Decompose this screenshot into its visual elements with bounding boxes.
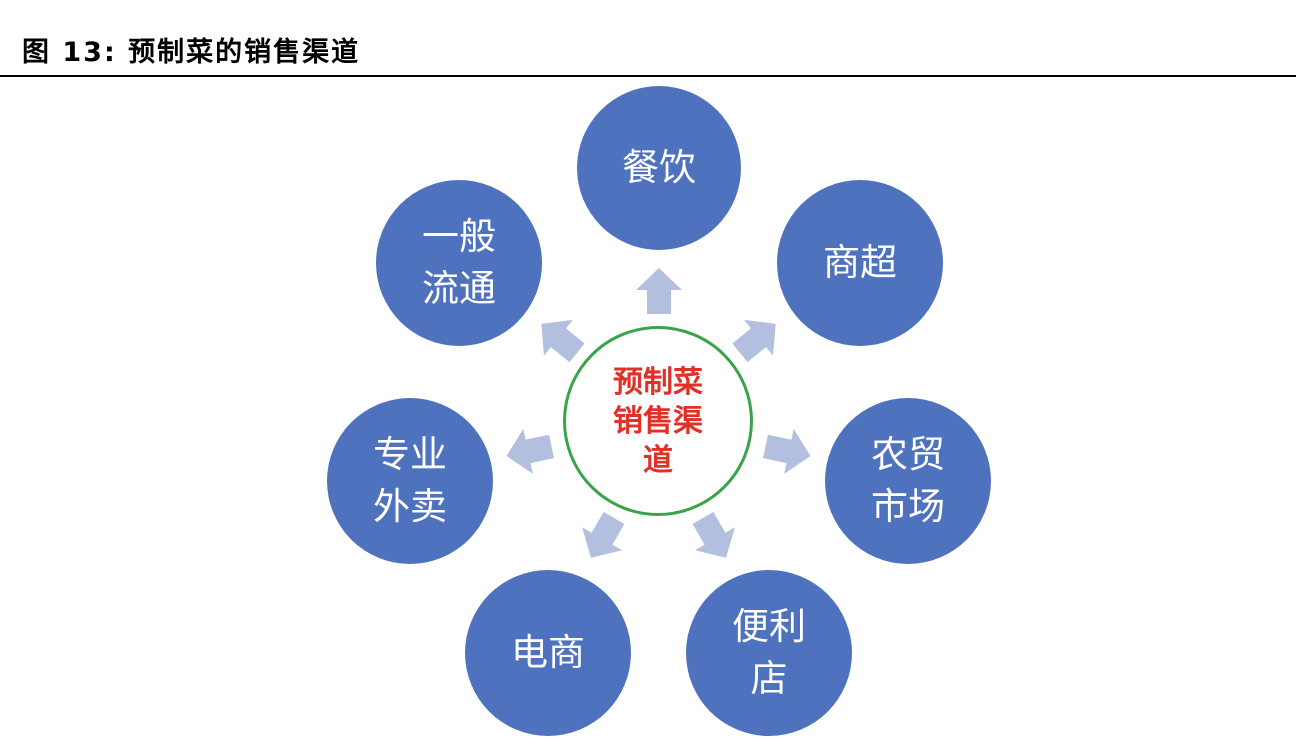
channel-node-general-distribution: 一般 流通: [376, 180, 542, 346]
arrow-icon: [732, 319, 776, 363]
center-node: 预制菜 销售渠 道: [563, 326, 753, 516]
channel-label: 店: [750, 657, 788, 700]
title-rule: [0, 75, 1296, 77]
channel-label: 餐饮: [622, 146, 696, 189]
channel-label: 市场: [871, 485, 945, 528]
channel-label: 农贸: [871, 433, 945, 476]
channel-label: 电商: [511, 631, 585, 674]
channel-node-takeaway: 专业 外卖: [327, 398, 493, 564]
channel-node-ecommerce: 电商: [465, 570, 631, 736]
channel-label: 专业: [373, 433, 447, 476]
channel-label: 外卖: [373, 485, 447, 528]
center-label: 预制菜: [613, 364, 703, 400]
channel-label: 一般: [422, 215, 496, 258]
arrow-icon: [541, 319, 585, 363]
channel-node-convenience-store: 便利 店: [686, 570, 852, 736]
channel-label: 便利: [732, 605, 806, 648]
channel-label: 商超: [823, 241, 897, 284]
channel-node-supermarket: 商超: [777, 180, 943, 346]
arrow-icon: [506, 428, 555, 474]
arrow-icon: [692, 511, 735, 558]
channel-label: 流通: [422, 267, 496, 310]
channel-node-farmers-market: 农贸 市场: [825, 398, 991, 564]
arrow-icon: [636, 268, 682, 314]
figure-title: 图 13: 预制菜的销售渠道: [22, 37, 361, 68]
arrow-icon: [762, 428, 811, 474]
channel-node-dining: 餐饮: [577, 86, 741, 250]
center-label: 销售渠: [613, 403, 703, 439]
arrow-icon: [582, 511, 625, 558]
center-label: 道: [643, 442, 673, 478]
